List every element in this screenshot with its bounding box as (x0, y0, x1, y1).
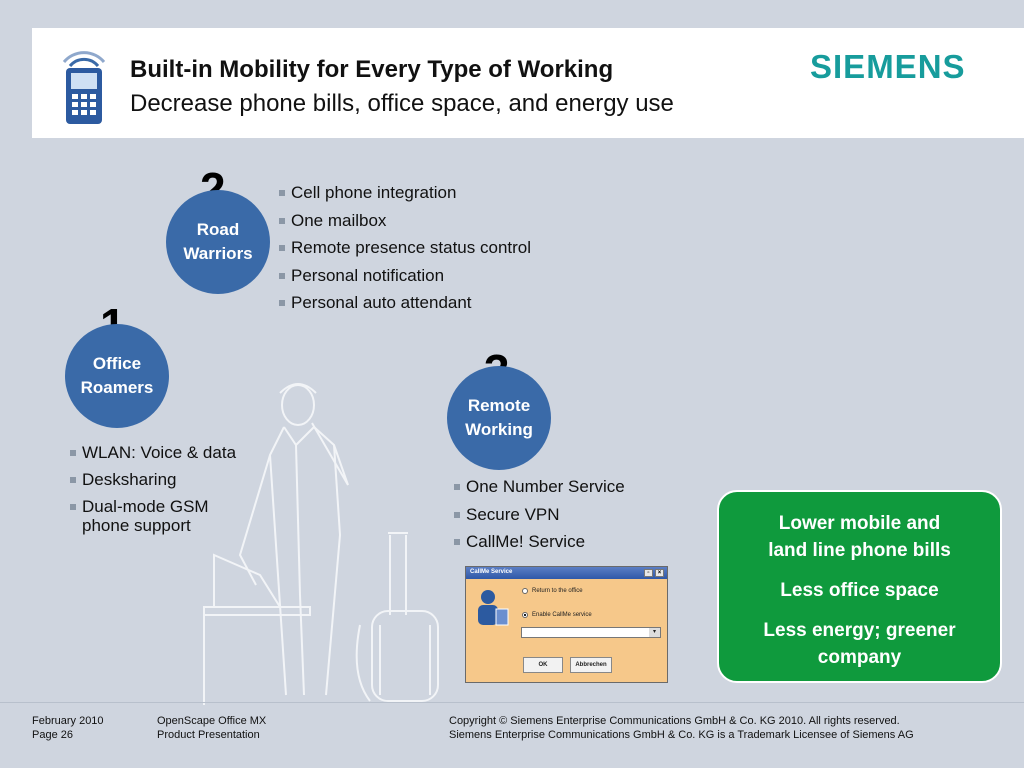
list-item-line1: Dual-mode GSM (82, 497, 209, 516)
badge-label-line1: Road (196, 220, 240, 239)
badge-label-line2: Warriors (183, 244, 253, 263)
footer-date: February 2010 (32, 715, 104, 727)
remote-working-badge: Remote Working (447, 366, 551, 470)
callme-dialog-screenshot: CallMe Service ▫ × Return to the office … (465, 566, 668, 683)
radio-label: Enable CallMe service (532, 612, 592, 618)
list-item: Remote presence status control (279, 234, 531, 262)
restore-icon: ▫ (644, 569, 653, 577)
footer-divider (0, 702, 1024, 703)
slide-title: Built-in Mobility for Every Type of Work… (130, 56, 614, 83)
footer-date-page: February 2010 Page 26 (32, 714, 104, 742)
list-item: CallMe! Service (454, 528, 625, 556)
list-item: One Number Service (454, 473, 625, 501)
badge-label-line2: Roamers (80, 378, 154, 397)
footer-page-number: Page 26 (32, 729, 73, 741)
benefit-item-1: Lower mobile and land line phone bills (719, 510, 1000, 564)
chevron-down-icon: ▾ (649, 628, 660, 637)
cancel-button[interactable]: Abbrechen (570, 657, 612, 673)
footer-product: OpenScape Office MX Product Presentation (157, 714, 266, 742)
businessman-illustration (203, 383, 439, 705)
radio-icon (522, 588, 528, 594)
footer-product-type: Product Presentation (157, 729, 260, 741)
footer-copyright: Copyright © Siemens Enterprise Communica… (449, 714, 914, 742)
remote-working-list: One Number Service Secure VPN CallMe! Se… (454, 473, 625, 556)
list-item: Desksharing (70, 466, 236, 493)
list-item: WLAN: Voice & data (70, 439, 236, 466)
slide-subtitle: Decrease phone bills, office space, and … (130, 90, 674, 117)
trademark-line: Siemens Enterprise Communications GmbH &… (449, 729, 914, 741)
office-roamers-badge: Office Roamers (65, 324, 169, 428)
badge-label-line2: Working (465, 420, 533, 439)
benefit-item-2: Less office space (780, 580, 939, 601)
road-warriors-badge: Road Warriors (166, 190, 270, 294)
mobile-phone-icon (62, 51, 106, 124)
footer-product-name: OpenScape Office MX (157, 715, 267, 727)
benefit-item-3: Less energy; greener company (719, 617, 1000, 671)
return-to-office-radio[interactable]: Return to the office (522, 588, 583, 594)
benefit-line: company (817, 647, 902, 668)
ok-button[interactable]: OK (523, 657, 563, 673)
benefit-line: Less energy; greener (763, 620, 956, 641)
list-item: One mailbox (279, 207, 531, 235)
list-item: Personal auto attendant (279, 289, 531, 317)
list-item: Secure VPN (454, 501, 625, 529)
dialog-window-controls: ▫ × (644, 569, 664, 577)
list-item: Personal notification (279, 262, 531, 290)
badge-label-line1: Office (92, 354, 142, 373)
copyright-line: Copyright © Siemens Enterprise Communica… (449, 715, 900, 727)
dialog-titlebar: CallMe Service ▫ × (466, 567, 667, 579)
badge-label-line1: Remote (467, 396, 531, 415)
header-bar: Built-in Mobility for Every Type of Work… (32, 28, 1024, 138)
radio-label: Return to the office (532, 588, 583, 594)
number-dropdown[interactable]: ▾ (521, 627, 661, 638)
list-item: Dual-mode GSM phone support (70, 493, 236, 535)
office-roamers-list: WLAN: Voice & data Desksharing Dual-mode… (70, 439, 236, 535)
list-item-line2: phone support (82, 516, 191, 535)
radio-selected-icon (522, 612, 528, 618)
benefit-line: Lower mobile and (778, 513, 941, 534)
enable-callme-radio[interactable]: Enable CallMe service (522, 612, 592, 618)
benefits-box: Lower mobile and land line phone bills L… (717, 490, 1002, 683)
road-warriors-list: Cell phone integration One mailbox Remot… (279, 179, 531, 317)
list-item: Cell phone integration (279, 179, 531, 207)
close-icon: × (655, 569, 664, 577)
benefit-line: land line phone bills (768, 540, 951, 561)
siemens-logo: SIEMENS (810, 48, 966, 85)
user-icon (478, 590, 509, 626)
dialog-title: CallMe Service (470, 569, 513, 575)
